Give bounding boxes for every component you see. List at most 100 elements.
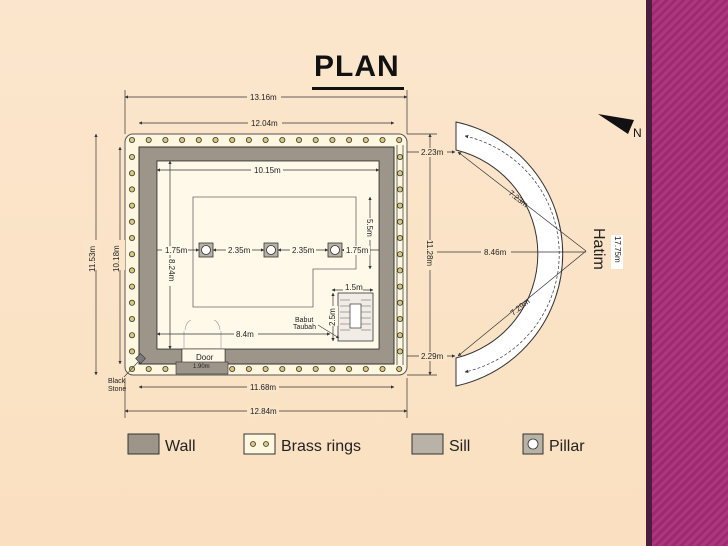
- brass-ring: [128, 136, 135, 143]
- black-stone-label-1: Black: [108, 378, 126, 385]
- brass-ring: [396, 186, 403, 193]
- dim-base-2-label: 12.84m: [250, 407, 277, 416]
- stair-steps: [340, 299, 371, 331]
- black-stone-marker: [135, 353, 146, 364]
- brass-ring: [396, 234, 403, 241]
- pillar-icon: [527, 438, 539, 450]
- north-label: N: [633, 126, 642, 140]
- hatim-arc-dim: [464, 135, 560, 373]
- dim-pillar-span-2-label: 2.35m: [292, 246, 315, 255]
- brass-ring: [312, 365, 319, 372]
- brass-ring: [128, 153, 135, 160]
- babut-label-2: Taubah: [293, 324, 316, 331]
- brass-ring: [128, 315, 135, 322]
- dim-stair-depth-label: 2.5m: [328, 308, 337, 326]
- brass-ring: [396, 283, 403, 290]
- legend: Wall Brass rings Sill Pillar: [127, 433, 585, 455]
- dim-top-gap-label: 2.23m: [421, 148, 444, 157]
- hatim-radius-top: [457, 151, 587, 252]
- dim-outer-width-label: 13.16m: [250, 93, 277, 102]
- north-arrow-icon: [598, 114, 634, 134]
- brass-ring: [295, 136, 302, 143]
- brass-ring: [128, 365, 135, 372]
- brass-ring: [396, 218, 403, 225]
- brass-ring: [128, 202, 135, 209]
- pillar-ring-3: [330, 245, 340, 255]
- legend-wall-swatch: [127, 433, 160, 455]
- brass-ring: [262, 136, 269, 143]
- brass-ring: [312, 136, 319, 143]
- brass-ring: [179, 136, 186, 143]
- brass-ring: [279, 136, 286, 143]
- brass-ring: [229, 136, 236, 143]
- staircase-core: [349, 303, 362, 329]
- decorative-band-edge: [646, 0, 652, 546]
- dim-room-height-label: 8.24m: [167, 259, 176, 282]
- door-sill: [175, 361, 229, 375]
- brass-ring: [128, 299, 135, 306]
- brass-ring: [128, 332, 135, 339]
- pillar-ring-2: [266, 245, 276, 255]
- dim-inner-width-label: 12.04m: [251, 119, 278, 128]
- dim-pillar-gap-left-label: 1.75m: [165, 246, 188, 255]
- brass-ring: [346, 136, 353, 143]
- brass-ring: [396, 365, 403, 372]
- brass-ring: [396, 136, 403, 143]
- hatim-distance-label: 8.46m: [484, 248, 507, 257]
- dim-left-inner-height-label: 10.18m: [112, 245, 121, 272]
- brass-ring: [362, 136, 369, 143]
- dim-pillar-gap-right-label: 1.75m: [346, 246, 369, 255]
- legend-brass-rings-swatch: [243, 433, 276, 455]
- door-arch-icon: [184, 319, 221, 331]
- brass-ring: [195, 136, 202, 143]
- brass-ring: [346, 365, 353, 372]
- brass-ring: [379, 136, 386, 143]
- brass-ring: [396, 315, 403, 322]
- hatim-label: Hatim: [590, 228, 607, 270]
- brass-ring: [396, 202, 403, 209]
- hatim-radius-bottom: [457, 250, 587, 357]
- brass-ring: [295, 365, 302, 372]
- brass-ring: [212, 136, 219, 143]
- brass-ring-icon: [263, 441, 269, 447]
- brass-ring: [379, 365, 386, 372]
- hatim-length-label: 17.75m: [613, 236, 622, 263]
- black-stone-label-2: Stone: [108, 386, 126, 393]
- brass-ring: [128, 234, 135, 241]
- brass-ring: [396, 170, 403, 177]
- brass-ring: [245, 136, 252, 143]
- legend-sill-label: Sill: [449, 438, 470, 455]
- door-label: Door: [196, 353, 214, 362]
- black-stone-leader: [123, 361, 139, 378]
- brass-ring: [128, 251, 135, 258]
- brass-ring: [279, 365, 286, 372]
- brass-ring: [128, 186, 135, 193]
- babut-leader: [317, 324, 340, 339]
- dim-inner-recess-label: 5.5m: [365, 219, 374, 237]
- brass-ring: [145, 136, 152, 143]
- brass-ring: [128, 348, 135, 355]
- brass-ring: [329, 365, 336, 372]
- dim-bottom-gap-label: 2.29m: [421, 352, 444, 361]
- dim-right-height-label: 11.28m: [425, 240, 434, 266]
- brass-ring: [396, 267, 403, 274]
- brass-ring: [396, 348, 403, 355]
- brass-rings: [128, 136, 403, 372]
- brass-ring-icon: [250, 441, 256, 447]
- title-underline: [312, 87, 404, 90]
- dim-stair-width-label: 1.5m: [345, 283, 363, 292]
- brass-ring: [329, 136, 336, 143]
- brass-ring: [128, 218, 135, 225]
- decorative-band: [652, 0, 728, 546]
- brass-ring: [145, 365, 152, 372]
- legend-pillar-label: Pillar: [549, 438, 585, 455]
- dim-bottom-inner-label: 8.4m: [236, 330, 254, 339]
- brass-ring: [128, 170, 135, 177]
- hatim-wall: [455, 121, 564, 387]
- brass-ring: [362, 365, 369, 372]
- dim-room-width-label: 10.15m: [254, 166, 281, 175]
- brass-ring: [396, 251, 403, 258]
- pillar-ring-1: [201, 245, 211, 255]
